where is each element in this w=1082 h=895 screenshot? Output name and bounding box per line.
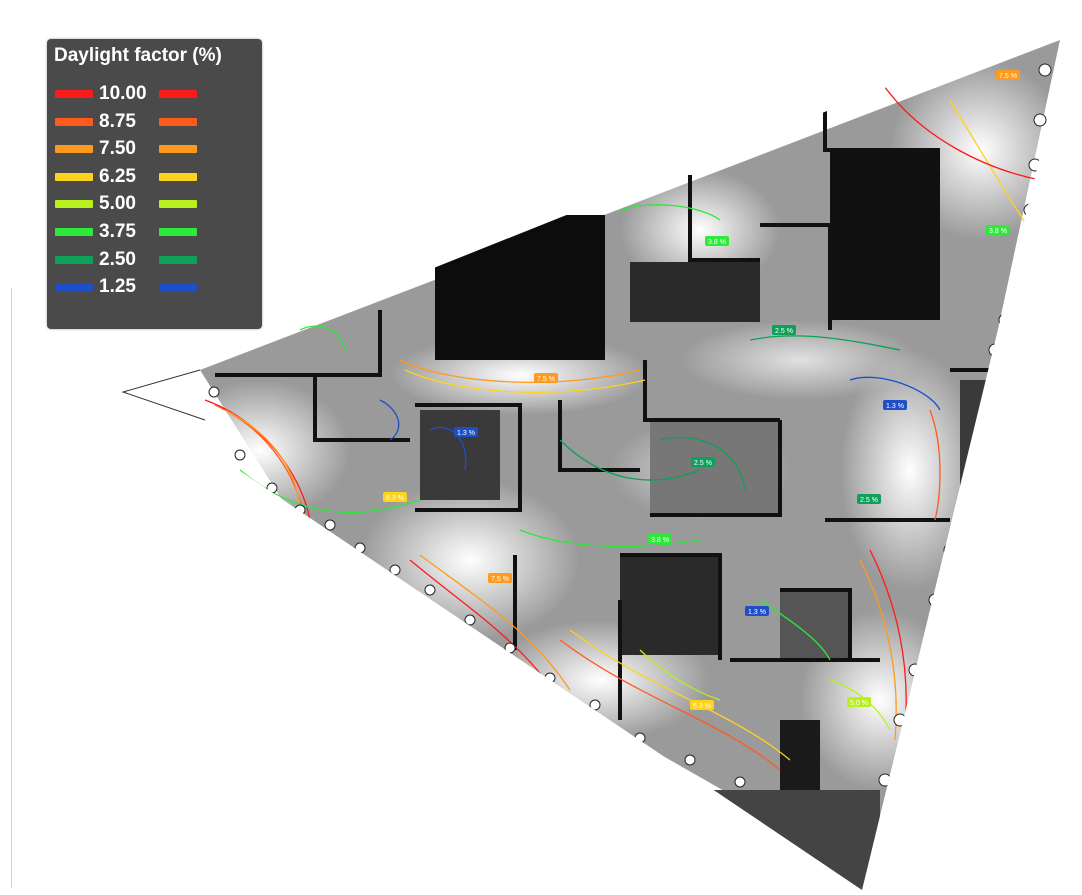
legend-swatch [159, 117, 197, 126]
legend-swatch [159, 90, 197, 98]
legend-row: 2.50 [55, 247, 255, 273]
legend-label: 8.75 [99, 110, 136, 132]
contour-tag: 6.3 % [383, 492, 407, 502]
legend-swatch [55, 283, 93, 292]
dark-room [650, 420, 780, 515]
contour-tag-label: 1.3 % [886, 403, 904, 410]
legend-swatch [159, 145, 197, 154]
contour-tag-label: 3.8 % [651, 537, 669, 544]
contour-tag: 1.3 % [883, 400, 907, 410]
legend-label: 3.75 [99, 221, 136, 242]
contour-tag-label: 1.3 % [457, 430, 475, 437]
contour-tag-label: 5.0 % [850, 700, 868, 707]
dark-room [830, 150, 940, 320]
contour-tag: 2.5 % [772, 325, 796, 335]
legend-swatch [55, 145, 93, 154]
legend-swatch [159, 228, 197, 236]
dark-room [620, 555, 720, 655]
legend-label: 6.25 [99, 165, 136, 187]
legend-swatch [55, 172, 93, 181]
contour-tag: 1.3 % [745, 606, 769, 616]
contour-tag: 2.5 % [691, 457, 715, 467]
dark-room [630, 262, 760, 322]
legend-row: 7.50 [55, 136, 255, 162]
contour-tag-label: 3.8 % [708, 239, 726, 246]
contour-tag: 7.5 % [534, 373, 558, 383]
contour-tag-label: 6.3 % [693, 703, 711, 710]
dark-room [780, 720, 820, 790]
contour-tag-label: 7.5 % [537, 376, 555, 383]
contour-tag-label: 1.3 % [748, 609, 766, 616]
contour-value-tags: 7.5 % 3.8 % 3.8 % 2.5 % 7.5 % 1.3 % 1.3 % 2.5 %… [383, 70, 1020, 710]
contour-tag-label: 3.8 % [989, 228, 1007, 235]
legend-row: 5.00 [55, 191, 255, 217]
legend-label: 1.25 [99, 276, 136, 298]
legend-swatch [159, 255, 197, 264]
bright-zone [170, 380, 350, 520]
building-edge [121, 369, 206, 421]
contour-tag: 2.5 % [857, 494, 881, 504]
legend-label: 10.00 [99, 83, 147, 104]
contour-tag: 5.0 % [847, 697, 871, 707]
bright-zone [680, 320, 920, 400]
legend-label: 5.00 [99, 193, 136, 215]
legend-title: Daylight factor (%) [54, 45, 222, 66]
page-edge-line [11, 288, 12, 888]
contour-tag-label: 2.5 % [775, 328, 793, 335]
contour-tag: 7.5 % [488, 573, 512, 583]
dark-room [435, 215, 605, 360]
legend-label: 2.50 [99, 248, 136, 270]
legend-swatch [55, 200, 93, 209]
contour-tag-label: 6.3 % [386, 495, 404, 502]
dark-room [960, 380, 1040, 510]
contour-tag-label: 2.5 % [694, 460, 712, 467]
legend-swatch [159, 172, 197, 181]
contour-tag: 1.3 % [454, 427, 478, 437]
legend-row: 6.25 [55, 164, 255, 190]
legend-swatch [159, 283, 197, 292]
contour-tag: 3.8 % [986, 225, 1010, 235]
contour-tag-label: 7.5 % [999, 73, 1017, 80]
dark-room [780, 590, 850, 660]
daylight-legend: Daylight factor (%) 10.00 8.75 7.50 6.25 5.0… [47, 39, 262, 329]
contour-tag: 7.5 % [996, 70, 1020, 80]
dark-room [700, 790, 880, 890]
dark-room [420, 410, 500, 500]
legend-swatch [55, 255, 93, 264]
contour-tag-label: 2.5 % [860, 497, 878, 504]
legend-swatch [159, 200, 197, 209]
legend-swatch [55, 117, 93, 126]
legend-swatch [55, 90, 93, 98]
legend-swatch [55, 228, 93, 236]
legend-row: 8.75 [55, 109, 255, 135]
bright-zone [840, 350, 980, 590]
legend-row: 1.25 [55, 274, 255, 300]
legend-label: 7.50 [99, 138, 136, 160]
legend-row: 3.75 [55, 219, 255, 245]
contour-tag: 3.8 % [705, 236, 729, 246]
contour-tag-label: 7.5 % [491, 576, 509, 583]
legend-row: 10.00 [55, 81, 255, 107]
contour-tag: 6.3 % [690, 700, 714, 710]
contour-tag: 3.8 % [648, 534, 672, 544]
